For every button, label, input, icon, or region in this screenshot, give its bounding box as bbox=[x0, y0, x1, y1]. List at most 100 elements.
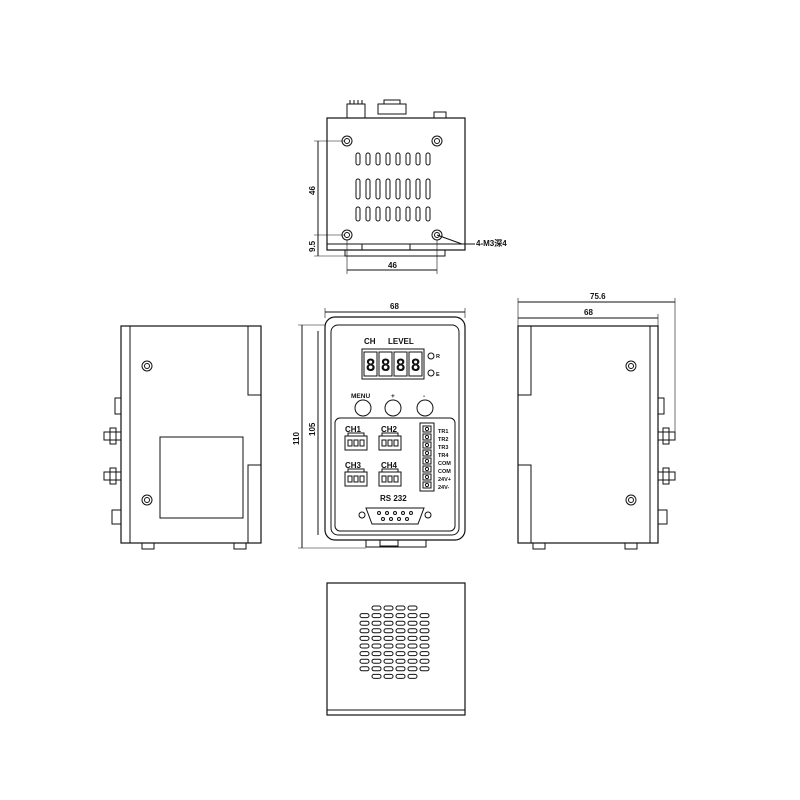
vent-slot bbox=[359, 643, 370, 649]
vent-slot bbox=[383, 673, 394, 679]
ch4-label: CH4 bbox=[381, 461, 398, 470]
din-rail-profile bbox=[247, 326, 262, 543]
db9-pin bbox=[409, 511, 413, 515]
vent-slot bbox=[395, 635, 406, 641]
vent-slot bbox=[383, 620, 394, 626]
right-side-body bbox=[517, 325, 659, 544]
db9-pin bbox=[377, 511, 381, 515]
vent-slot bbox=[419, 666, 430, 672]
vent-slot bbox=[395, 605, 406, 611]
db9-pin bbox=[401, 511, 405, 515]
vent-slot bbox=[425, 178, 431, 200]
vent-slot bbox=[395, 666, 406, 672]
digit-cell bbox=[408, 351, 423, 377]
vent-slot bbox=[405, 178, 411, 200]
vent-slot bbox=[407, 673, 418, 679]
vent-slot bbox=[395, 613, 406, 619]
dim-front-height-outer: 110 bbox=[292, 432, 301, 445]
digit-cell bbox=[378, 351, 393, 377]
left-side-view bbox=[103, 325, 262, 550]
vent-slot bbox=[395, 620, 406, 626]
vent-slot bbox=[383, 658, 394, 664]
terminal-pin[interactable] bbox=[422, 449, 432, 457]
terminal-pin[interactable] bbox=[422, 481, 432, 489]
dim-front-height-inner: 105 bbox=[308, 422, 317, 436]
led-indicator-e: E bbox=[427, 369, 440, 378]
terminal-label-5: COM bbox=[438, 461, 451, 467]
vent-slot bbox=[359, 666, 370, 672]
vent-slot bbox=[359, 613, 370, 619]
left-connector-stubs bbox=[103, 397, 122, 525]
vent-slot bbox=[385, 206, 391, 222]
level-label: LEVEL bbox=[388, 337, 414, 346]
digit-glyph: 8 bbox=[396, 356, 406, 376]
terminal-pin[interactable] bbox=[422, 457, 432, 465]
vent-slot bbox=[375, 206, 381, 222]
led-r-label: R bbox=[436, 354, 440, 360]
dim-top-height: 46 bbox=[308, 186, 317, 195]
terminal-pin[interactable] bbox=[422, 425, 432, 433]
vent-slot bbox=[395, 673, 406, 679]
vent-slot bbox=[359, 620, 370, 626]
vent-slot bbox=[415, 206, 421, 222]
db9-pin bbox=[389, 517, 393, 521]
digit-glyph: 8 bbox=[411, 356, 421, 376]
dim-top-hole-offset: 9.5 bbox=[308, 240, 317, 252]
vent-slot bbox=[407, 620, 418, 626]
vent-slot bbox=[359, 628, 370, 634]
plus-label: + bbox=[391, 393, 395, 400]
vent-slot bbox=[395, 658, 406, 664]
vent-slot bbox=[355, 206, 361, 222]
ch3-label: CH3 bbox=[345, 461, 362, 470]
vent-slot bbox=[385, 178, 391, 200]
vent-slot bbox=[395, 643, 406, 649]
rs232-label: RS 232 bbox=[380, 494, 407, 503]
terminal-pin[interactable] bbox=[422, 465, 432, 473]
top-view-din-clip bbox=[361, 243, 411, 251]
vent-slot bbox=[407, 651, 418, 657]
vent-slot bbox=[395, 206, 401, 222]
vent-slot bbox=[419, 658, 430, 664]
terminal-label-4: TR4 bbox=[438, 453, 449, 459]
menu-button[interactable] bbox=[354, 399, 372, 417]
vent-slot bbox=[371, 605, 382, 611]
vent-slot bbox=[359, 658, 370, 664]
ch2-label: CH2 bbox=[381, 425, 398, 434]
terminal-label-8: 24V- bbox=[438, 485, 449, 491]
vent-slot bbox=[425, 152, 431, 166]
right-connector-stubs bbox=[657, 397, 676, 525]
vent-slot bbox=[395, 178, 401, 200]
terminal-pin[interactable] bbox=[422, 441, 432, 449]
vent-slot bbox=[371, 635, 382, 641]
led-e-label: E bbox=[436, 372, 440, 378]
digit-cell bbox=[363, 351, 378, 377]
vent-slot bbox=[355, 178, 361, 200]
vent-slot bbox=[365, 152, 371, 166]
terminal-pin[interactable] bbox=[422, 473, 432, 481]
vent-slot bbox=[395, 152, 401, 166]
vent-slot bbox=[371, 651, 382, 657]
terminal-label-1: TR1 bbox=[438, 429, 448, 435]
vent-slot bbox=[371, 643, 382, 649]
label-area bbox=[159, 436, 244, 519]
vent-slot bbox=[385, 152, 391, 166]
din-rail-profile-right bbox=[518, 326, 532, 543]
plus-button[interactable] bbox=[384, 399, 402, 417]
vent-slot bbox=[365, 206, 371, 222]
minus-button[interactable] bbox=[416, 399, 434, 417]
vent-slot bbox=[425, 206, 431, 222]
vent-slot bbox=[405, 152, 411, 166]
db9-pin bbox=[397, 517, 401, 521]
terminal-block: TR1 TR2 TR3 TR4 COM COM 24V+ 24V- bbox=[419, 422, 451, 492]
vent-slot bbox=[407, 613, 418, 619]
bottom-view bbox=[326, 582, 466, 716]
terminal-pin[interactable] bbox=[422, 433, 432, 441]
vent-slot bbox=[359, 651, 370, 657]
vent-slot bbox=[383, 628, 394, 634]
db9-pin bbox=[385, 511, 389, 515]
vent-slot bbox=[415, 152, 421, 166]
vent-slot bbox=[415, 178, 421, 200]
vent-slot bbox=[395, 628, 406, 634]
rs232-connector[interactable] bbox=[358, 507, 432, 525]
